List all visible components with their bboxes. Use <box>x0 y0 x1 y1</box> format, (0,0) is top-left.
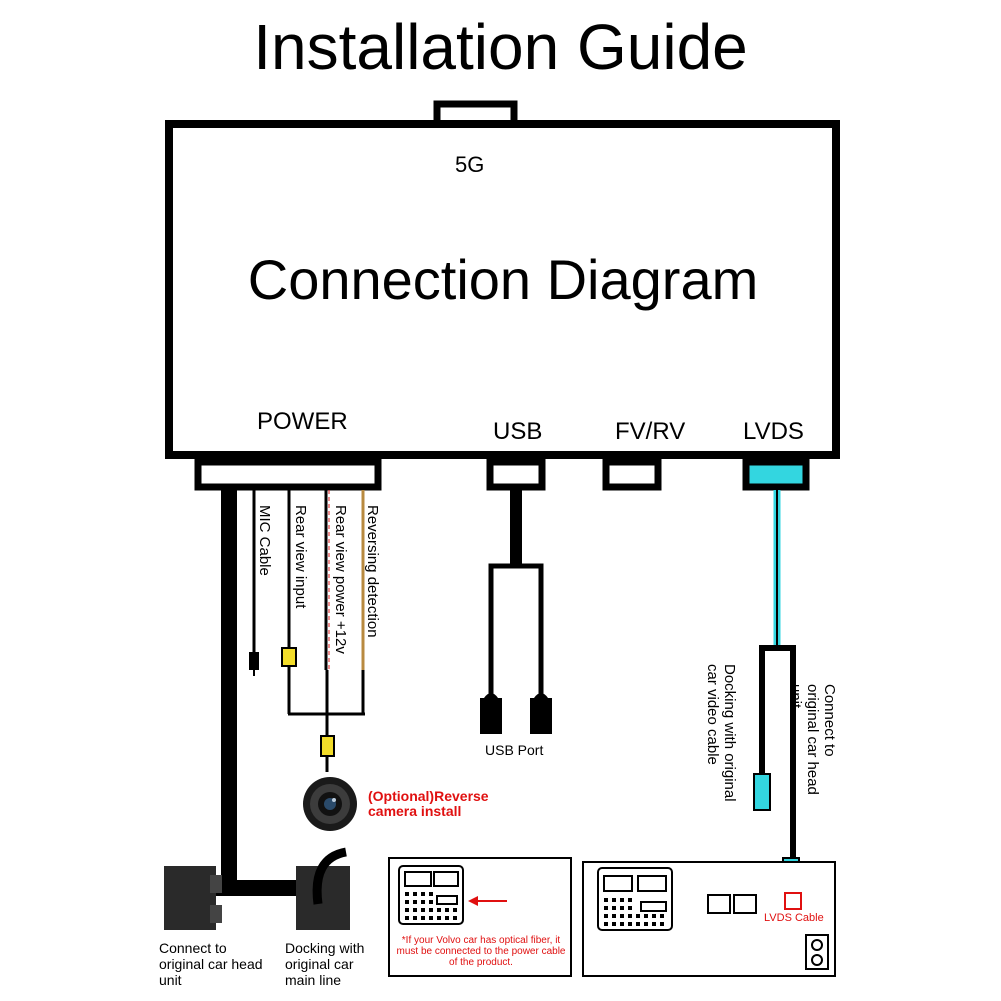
main-line-label: Docking with original car main line <box>285 940 365 988</box>
usb-plug-left <box>480 698 502 734</box>
port-label-power: POWER <box>257 408 348 435</box>
rca-yellow-plug <box>281 647 297 667</box>
lvds-panel <box>582 861 836 977</box>
wire-label-mic: MIC Cable <box>256 505 273 576</box>
reverse-camera-icon <box>303 777 357 831</box>
lvds-docking-label: Docking with original car video cable <box>704 664 738 802</box>
power-connector <box>194 458 382 491</box>
volvo-panel <box>388 857 572 977</box>
head-unit-block-icon <box>164 866 222 930</box>
mic-plug <box>249 652 259 670</box>
camera-plug <box>320 735 335 757</box>
lvds-branch-plug <box>753 773 771 811</box>
diagram-title: Connection Diagram <box>247 248 759 311</box>
lvds-connector <box>742 458 810 491</box>
main-unit-box <box>165 120 840 459</box>
volvo-connector-icon <box>398 865 464 925</box>
socket-b <box>733 894 757 914</box>
red-arrow-icon <box>468 896 507 906</box>
camera-label-line1: (Optional)Reverse <box>368 788 489 804</box>
wire-label-rear-power: Rear view power +12v <box>332 505 349 654</box>
camera-label-line2: camera install <box>368 803 462 819</box>
main-line-block-icon <box>296 847 350 930</box>
port-label-usb: USB <box>493 418 543 445</box>
wire-label-rear-input: Rear view input <box>292 505 309 609</box>
volvo-note: *If your Volvo car has optical fiber, it… <box>396 935 566 968</box>
head-unit-label: Connect to original car head unit <box>159 940 263 988</box>
usb-plug-right <box>530 698 552 734</box>
wire-label-reversing: Reversing detection <box>364 505 381 638</box>
usb-port-label: USB Port <box>485 742 544 758</box>
antenna-label: 5G <box>455 152 485 177</box>
head-unit-connector-icon <box>597 867 673 931</box>
page-title: Installation Guide <box>253 11 748 83</box>
socket-a <box>707 894 731 914</box>
port-label-fvrv: FV/RV <box>615 418 686 445</box>
usb-connector <box>486 458 546 491</box>
round-socket-icon <box>805 934 829 970</box>
lvds-connect-label: Connect to original car head unit <box>787 684 838 795</box>
port-label-lvds: LVDS <box>743 418 804 445</box>
lvds-cable-label: LVDS Cable <box>764 912 824 924</box>
lvds-socket-marker <box>784 892 802 910</box>
fvrv-connector <box>602 458 662 491</box>
